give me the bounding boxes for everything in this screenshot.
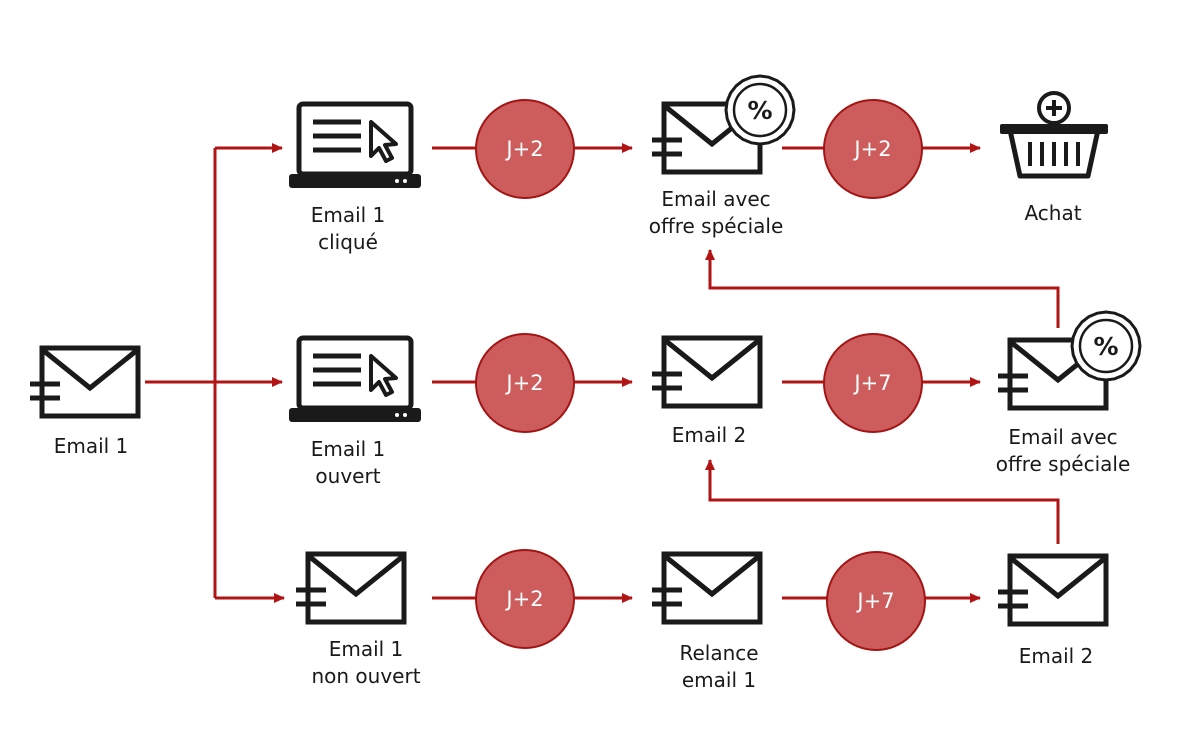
- label-email1: Email 1: [54, 433, 129, 460]
- delay-badge-mid-2: J+7: [823, 333, 923, 433]
- envelope-icon: [652, 338, 760, 406]
- label-line: ouvert: [315, 464, 381, 488]
- label-line: Email 1: [328, 637, 404, 661]
- delay-badge-text: J+2: [854, 137, 892, 161]
- label-text: Email 2: [671, 423, 747, 447]
- delay-badge-text: J+2: [506, 587, 544, 611]
- connector-email2-to-email2: [705, 459, 1060, 544]
- delay-badge-mid-1: J+2: [475, 333, 575, 433]
- label-line: cliqué: [318, 230, 378, 254]
- delay-badge-text: J+7: [854, 371, 892, 395]
- envelope-icon: [998, 556, 1106, 624]
- label-not-opened: Email 1 non ouvert: [311, 636, 420, 690]
- envelope-percent-icon: [652, 74, 796, 172]
- laptop-cursor-icon: [289, 104, 421, 188]
- label-line: Email avec: [661, 187, 771, 211]
- label-opened: Email 1 ouvert: [311, 436, 386, 490]
- label-text: Achat: [1024, 201, 1082, 225]
- label-offer-top: Email avec offre spéciale: [649, 186, 784, 240]
- delay-badge-text: J+2: [506, 371, 544, 395]
- label-line: Relance: [679, 641, 759, 665]
- laptop-cursor-icon: [289, 338, 421, 422]
- delay-badge-text: J+2: [506, 137, 544, 161]
- label-line: Email 1: [310, 203, 386, 227]
- label-clicked: Email 1 cliqué: [311, 202, 386, 256]
- label-line: email 1: [681, 668, 757, 692]
- delay-badge-text: J+7: [857, 589, 895, 613]
- envelope-percent-icon: [998, 310, 1142, 408]
- delay-badge-top-1: J+2: [475, 99, 575, 199]
- connector-offer-to-offer: [705, 249, 1060, 328]
- delay-badge-bot-2: J+7: [826, 551, 926, 651]
- label-offer-mid: Email avec offre spéciale: [996, 424, 1131, 478]
- label-line: offre spéciale: [648, 214, 784, 238]
- basket-plus-icon: [1000, 93, 1108, 176]
- label-email2-bot: Email 2: [1019, 643, 1094, 670]
- label-line: Email 1: [310, 437, 386, 461]
- delay-badge-top-2: J+2: [823, 99, 923, 199]
- label-text: Email 1: [53, 434, 129, 458]
- envelope-icon: [652, 554, 760, 622]
- envelope-icon: [30, 348, 138, 416]
- label-line: non ouvert: [311, 664, 421, 688]
- label-email2-mid: Email 2: [672, 422, 747, 449]
- label-line: Email avec: [1008, 425, 1118, 449]
- label-purchase: Achat: [1024, 200, 1081, 227]
- label-text: Email 2: [1018, 644, 1094, 668]
- envelope-icon: [296, 554, 404, 622]
- label-reminder: Relance email 1: [679, 640, 758, 694]
- label-line: offre spéciale: [995, 452, 1131, 476]
- delay-badge-bot-1: J+2: [475, 549, 575, 649]
